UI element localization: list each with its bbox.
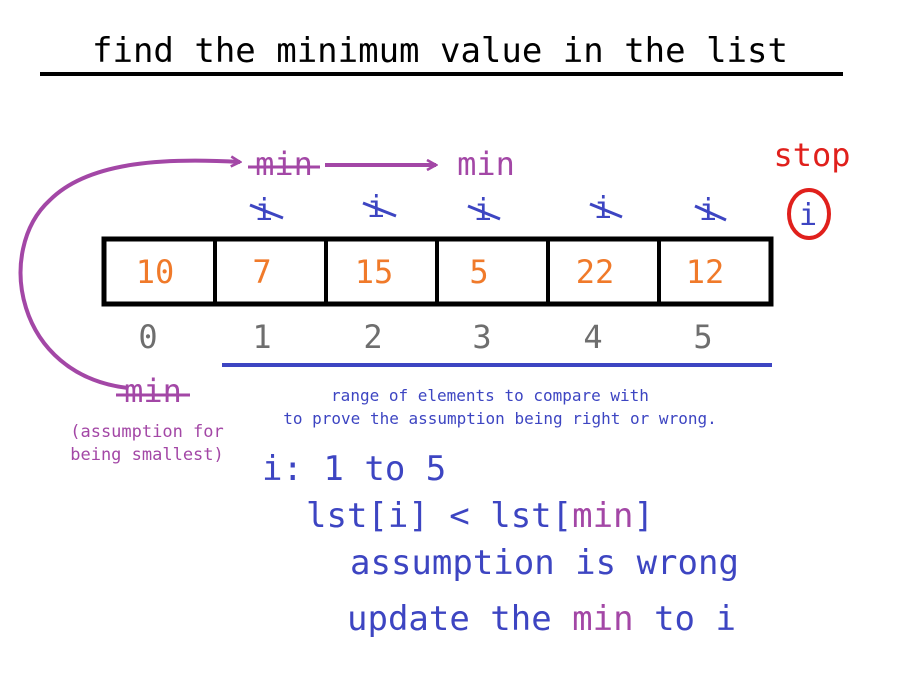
stop-label: stop [773,136,850,174]
range-note-line2: to prove the assumption being right or w… [283,409,716,428]
stop-circle [787,188,831,240]
min-pointer-initial: min [116,372,190,410]
list-value: 15 [355,253,394,291]
index-label: 4 [583,318,602,356]
code-update: update the min to i [347,599,736,639]
code-condition-prefix: lst[i] < lst[ [306,496,572,536]
index-label: 2 [363,318,382,356]
index-label: 3 [472,318,491,356]
code-condition: lst[i] < lst[min] [306,496,654,536]
i-pointer-crossed: i [362,190,397,225]
code-update-min: min [572,599,633,639]
i-pointer-crossed: i [694,193,727,228]
min-move-arrow-curved [18,161,240,390]
list-value: 5 [469,253,488,291]
assumption-note-line2: being smallest) [70,445,224,465]
code-condition-min: min [572,496,633,536]
code-update-suffix: to i [634,599,736,639]
list-value: 10 [136,253,175,291]
code-loop: i: 1 to 5 [262,449,446,489]
i-pointer-final: i [799,198,817,233]
page-title: find the minimum value in the list [92,31,788,71]
list-value: 12 [686,253,725,291]
index-label: 5 [693,318,712,356]
index-label: 1 [252,318,271,356]
list-value: 7 [252,253,271,291]
i-pointer-crossed: i [249,193,284,228]
code-condition-suffix: ] [634,496,654,536]
list-value: 22 [576,253,615,291]
svg-text:min: min [255,145,313,183]
min-pointer-crossed: min [248,145,320,183]
min-pointer-current: min [457,145,515,183]
i-pointer-crossed: i [467,193,501,228]
index-label: 0 [138,318,157,356]
svg-text:min: min [124,372,182,410]
i-pointer-crossed: i [589,191,623,226]
range-note-line1: range of elements to compare with [331,386,649,405]
assumption-note-line1: (assumption for [70,422,224,442]
code-update-prefix: update the [347,599,572,639]
code-assumption-wrong: assumption is wrong [350,543,739,583]
